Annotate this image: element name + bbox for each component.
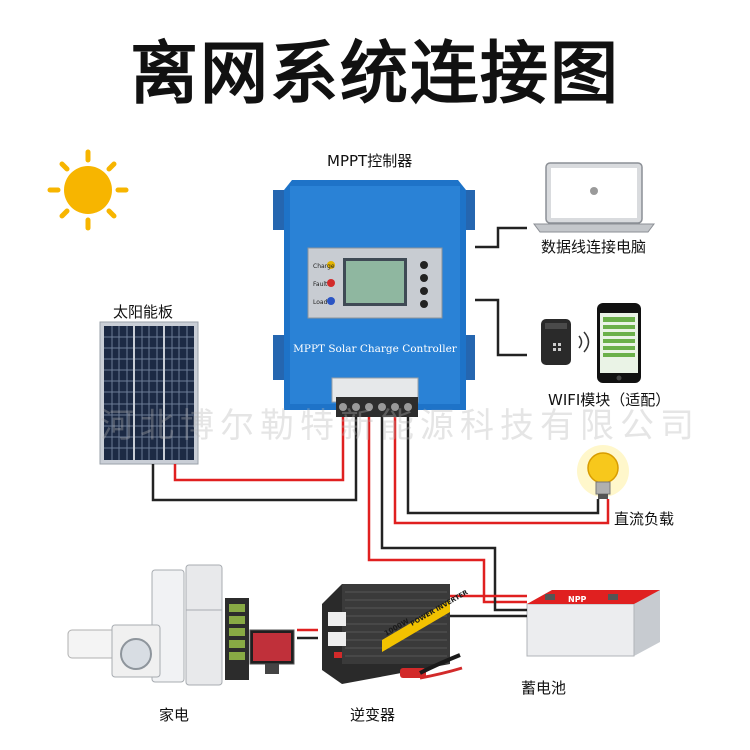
computer-label: 数据线连接电脑 (541, 238, 647, 256)
battery (526, 590, 660, 657)
wire-panel-positive (173, 417, 345, 482)
controller-label: MPPT控制器 (327, 152, 413, 170)
inverter-label: 逆变器 (350, 706, 396, 724)
laptop-computer (533, 162, 655, 233)
wire-battery-negative (380, 417, 527, 612)
indicator-load-label: Load (313, 299, 328, 306)
indicator-charge-label: Charge (313, 263, 335, 270)
battery-label: 蓄电池 (521, 679, 567, 697)
wire-panel-negative (151, 417, 358, 502)
dc-load-label: 直流负载 (614, 510, 675, 528)
smartphone (597, 303, 641, 383)
terminal-block (336, 397, 418, 417)
mppt-controller (273, 180, 475, 417)
wire-wifi (475, 298, 527, 357)
battery-brand: NPP (568, 595, 587, 604)
page-title: 离网系统连接图 (129, 35, 620, 114)
home-appliances (67, 564, 295, 686)
wire-computer (475, 226, 527, 249)
watermark: 河北博尔勒特新能源科技有限公司 (100, 406, 700, 446)
wire-load-negative (406, 417, 600, 515)
appliances-label: 家电 (159, 706, 190, 724)
solar-panel (99, 321, 199, 465)
solar-panel-label: 太阳能板 (113, 303, 174, 321)
power-inverter (322, 584, 463, 684)
wire-battery-positive (367, 417, 527, 604)
controller-panel-text: MPPT Solar Charge Controller (293, 343, 458, 355)
sun-icon (47, 149, 129, 231)
indicator-fault-label: Fault (313, 281, 328, 288)
wire-load-positive (393, 417, 610, 525)
light-bulb-icon (577, 445, 629, 499)
wiring (151, 226, 610, 640)
wifi-module (541, 319, 590, 365)
wifi-module-label: WIFI模块（适配） (548, 391, 671, 409)
